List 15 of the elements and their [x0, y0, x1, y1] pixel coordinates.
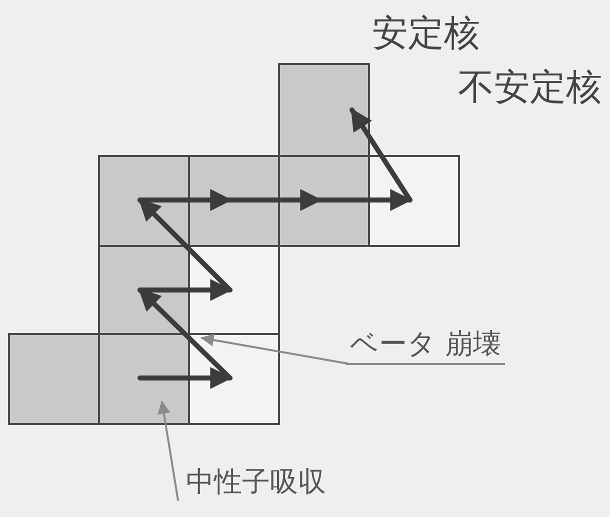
nuclide-cell: [188, 245, 280, 335]
nuclide-cell: [8, 333, 100, 425]
leader-line: [157, 400, 179, 501]
label: 不安定核: [458, 70, 602, 106]
nuclide-cell: [188, 333, 280, 425]
nuclide-cell: [368, 155, 460, 247]
callout-label: 中性子吸収: [178, 468, 326, 496]
nuclide-cell: [278, 155, 370, 247]
callout-label: ベータ 崩壊: [346, 330, 505, 365]
arrow: [318, 189, 412, 211]
nuclide-cell: [278, 63, 370, 157]
label: 安定核: [372, 16, 480, 52]
leader-line: [200, 334, 351, 365]
arrow: [350, 108, 412, 202]
nuclide-cell: [98, 333, 190, 425]
